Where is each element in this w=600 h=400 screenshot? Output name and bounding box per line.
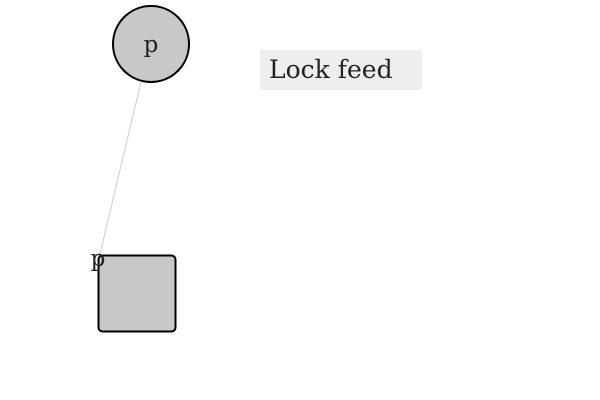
square-node[interactable]: p — [91, 246, 177, 333]
circle-node[interactable]: p — [112, 5, 190, 83]
square-node-shape — [97, 254, 177, 333]
circle-node-label: p — [144, 32, 159, 58]
square-node-label: p — [91, 246, 106, 272]
connector-edge — [98, 81, 142, 259]
circle-node-shape — [112, 5, 190, 83]
lock-feed-button[interactable]: Lock feed — [260, 50, 422, 90]
